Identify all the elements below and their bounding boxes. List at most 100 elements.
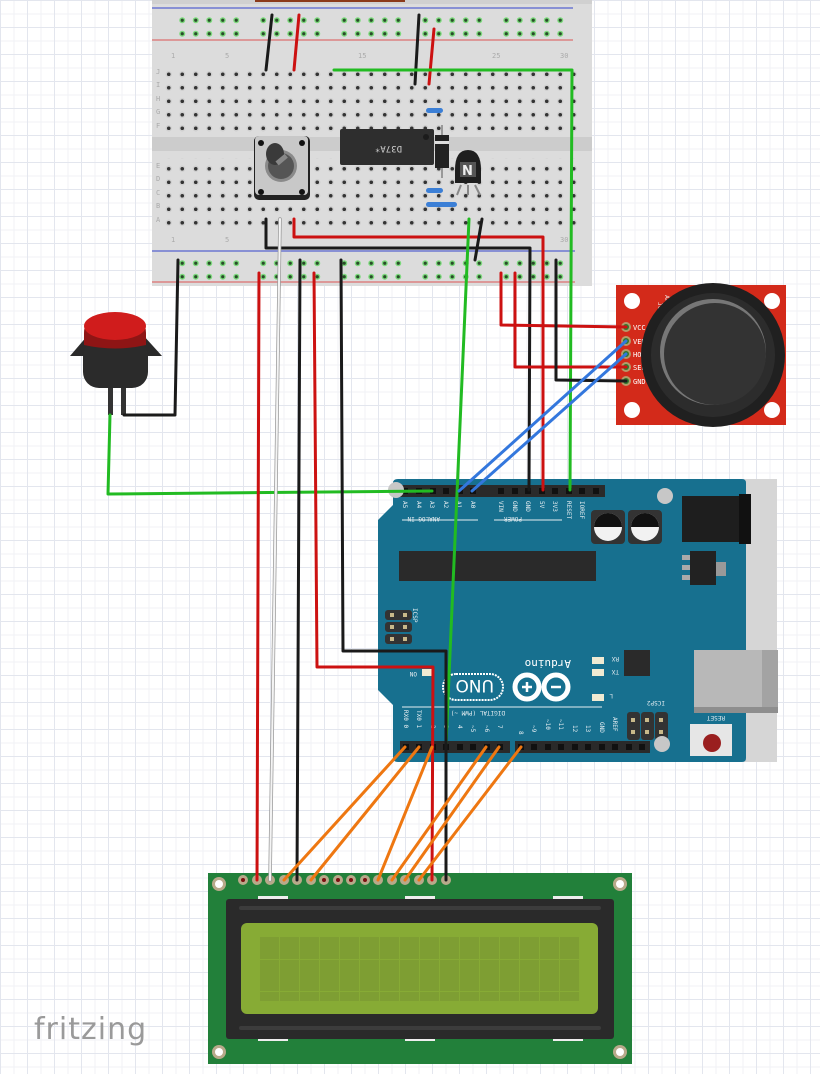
power-pin-label: RESET	[565, 501, 572, 519]
voltage-regulator	[682, 551, 726, 585]
push-button[interactable]	[70, 312, 162, 415]
digital-pin-label: ~5	[469, 725, 476, 733]
wire-ground[interactable]	[295, 258, 302, 882]
ic-chip[interactable]: D37A*	[340, 129, 434, 165]
wire-power[interactable]	[499, 271, 628, 329]
usb-port	[694, 650, 778, 713]
power-pin-label: GND	[511, 501, 518, 512]
power-pin-label: GND	[524, 501, 531, 512]
capacitor	[628, 510, 662, 544]
usb-chip	[624, 650, 650, 676]
wire-signal-green[interactable]	[444, 217, 471, 747]
wire-ground[interactable]	[413, 13, 421, 86]
joystick-pin-label: SEL	[633, 364, 646, 372]
row-label: F	[156, 122, 160, 130]
joystick-pin-label: HOR	[633, 351, 646, 359]
row-label: G	[156, 108, 160, 116]
wire-ground[interactable]	[339, 258, 448, 882]
jumper-wire[interactable]	[426, 108, 443, 113]
digital-pin-label: TX0 1	[415, 710, 422, 728]
digital-pin-label: AREF	[611, 717, 618, 732]
power-header-label: POWER	[504, 515, 522, 522]
wire-ground[interactable]	[264, 13, 274, 72]
joystick-pin-label: GND	[633, 378, 646, 386]
wire-data[interactable]	[309, 745, 421, 882]
analog-pin-label: A4	[415, 501, 422, 509]
icsp-label: ICSP	[411, 608, 418, 623]
column-label: 5	[225, 52, 229, 60]
potentiometer[interactable]	[254, 136, 310, 200]
wire-signal-green[interactable]	[106, 413, 434, 496]
top-power-rail	[172, 10, 566, 37]
bottom-power-rail	[172, 253, 566, 280]
row-label: A	[156, 216, 161, 224]
power-header	[495, 485, 605, 497]
lcd-display[interactable]	[208, 873, 632, 1064]
wire-power[interactable]	[292, 217, 545, 492]
wire-white[interactable]	[269, 218, 281, 881]
digital-pin-label: ~9	[530, 725, 537, 733]
icsp2-header	[627, 712, 668, 740]
digital-header-label: DIGITAL (PWM ~)	[451, 709, 505, 716]
column-label: 30	[560, 236, 568, 244]
wire-data[interactable]	[403, 745, 501, 882]
wire-ground[interactable]	[264, 217, 532, 492]
breadboard: J I H G F E D C B A 1 5 15 25 30 1 5 30	[152, 0, 592, 286]
wire-power[interactable]	[255, 271, 261, 882]
joystick-knob[interactable]	[641, 283, 785, 427]
digital-pin-label: ~6	[483, 725, 490, 733]
analog-pin-label: A2	[442, 501, 449, 509]
digital-pin-label: GND	[598, 722, 605, 733]
row-label: C	[156, 189, 160, 197]
ic-chip-marking: D37A*	[375, 143, 402, 153]
row-label: B	[156, 202, 160, 210]
wire-signal-blue[interactable]	[470, 352, 628, 493]
jumper-wire[interactable]	[426, 188, 443, 193]
wire-ground[interactable]	[473, 217, 484, 262]
wire-power[interactable]	[312, 271, 435, 882]
column-label: 15	[358, 52, 366, 60]
digital-pin-label: 8	[517, 731, 524, 735]
wire-signal-blue[interactable]	[457, 339, 628, 493]
wire-data[interactable]	[417, 745, 523, 882]
led-l	[592, 694, 604, 701]
wire-data[interactable]	[376, 745, 434, 882]
led-label-tx: TX	[611, 668, 619, 675]
wire-power[interactable]	[292, 13, 301, 72]
wire-data[interactable]	[390, 745, 488, 882]
wire-power[interactable]	[427, 27, 436, 86]
wires	[106, 13, 628, 882]
digital-pin-label: 13	[584, 725, 591, 733]
wire-data[interactable]	[282, 745, 407, 882]
led-label-l: L	[609, 692, 613, 699]
analog-pin-label: A1	[455, 501, 462, 509]
row-label: H	[156, 95, 160, 103]
reset-label: RESET	[707, 714, 725, 721]
wire-ground[interactable]	[122, 258, 180, 417]
diode[interactable]	[435, 125, 449, 178]
digital-pin-label: 7	[496, 725, 503, 729]
jumper-wire[interactable]	[426, 202, 457, 207]
power-pin-label: VIN	[497, 501, 504, 512]
atmega-chip	[399, 551, 596, 581]
column-label: 1	[171, 236, 175, 244]
analog-pin-label: A0	[469, 501, 476, 509]
arduino-brand: Arduino	[525, 657, 571, 670]
arduino-model: UNO	[455, 675, 494, 695]
led-tx	[592, 669, 604, 676]
analog-pin-label: A5	[401, 501, 408, 509]
transistor[interactable]: N	[455, 150, 481, 196]
icsp2-label: ICSP2	[647, 699, 665, 706]
arduino-uno[interactable]: A5 A4 A3 A2 A1 A0 VIN GND GND 5V 3V3 RES…	[378, 479, 778, 762]
digital-pin-label: 4	[456, 725, 463, 729]
wire-ground[interactable]	[554, 258, 628, 383]
joystick-module[interactable]: Analog Joystick VCC VER HOR SEL GND	[616, 283, 786, 427]
reset-button[interactable]	[690, 724, 732, 756]
wire-power[interactable]	[513, 271, 628, 369]
digital-pin-label: ~10	[544, 719, 551, 730]
power-pin-label: 3V3	[551, 501, 558, 512]
column-label: 25	[492, 52, 500, 60]
wire-signal-green[interactable]	[332, 68, 574, 492]
column-label: 1	[171, 52, 175, 60]
